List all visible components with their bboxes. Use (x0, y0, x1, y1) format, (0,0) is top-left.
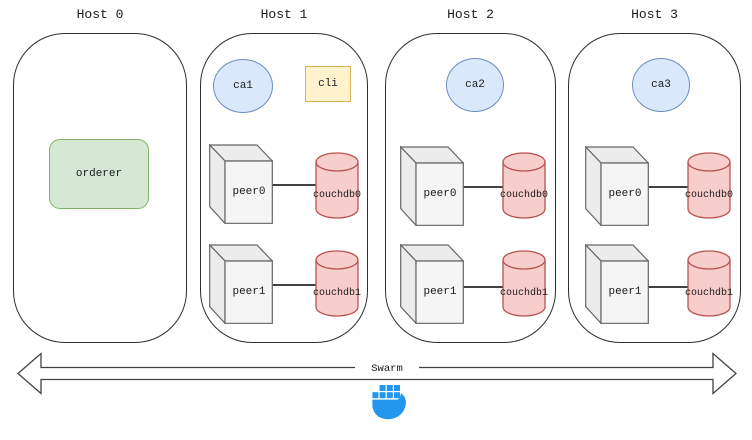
peer-label: peer1 (423, 286, 457, 298)
peer1-node: peer1 (209, 244, 273, 324)
cube-shape (209, 144, 273, 224)
cube-shape (585, 244, 649, 324)
peer0-couchdb0-link (271, 184, 317, 186)
peer1-node: peer1 (400, 244, 464, 324)
peer1-couchdb1-link (271, 284, 317, 286)
cylinder-shape (687, 250, 731, 317)
couchdb-label: couchdb1 (684, 288, 734, 299)
couchdb1-node: couchdb1 (312, 250, 362, 317)
host1-container: ca1 cli peer0 couchdb0 peer (200, 33, 368, 343)
peer1-node: peer1 (585, 244, 649, 324)
swarm-label: Swarm (355, 363, 419, 376)
docker-whale-icon (372, 385, 406, 420)
ca3-node: ca3 (632, 58, 690, 112)
cylinder-shape (687, 152, 731, 219)
couchdb0-node: couchdb0 (499, 152, 549, 219)
couchdb-label: couchdb1 (312, 288, 362, 299)
cube-shape (209, 244, 273, 324)
couchdb0-node: couchdb0 (312, 152, 362, 219)
couchdb-label: couchdb0 (499, 190, 549, 201)
cylinder-shape (502, 250, 546, 317)
peer0-node: peer0 (585, 146, 649, 226)
ca2-node: ca2 (446, 58, 504, 112)
ca1-node: ca1 (213, 59, 273, 113)
orderer-node: orderer (49, 139, 149, 209)
host0-container: orderer (13, 33, 187, 343)
cube-shape (400, 244, 464, 324)
couchdb-label: couchdb0 (684, 190, 734, 201)
peer0-couchdb0-link (462, 186, 504, 188)
peer-label: peer0 (423, 188, 457, 200)
host2-container: ca2 peer0 couchdb0 peer1 (385, 33, 556, 343)
peer0-couchdb0-link (647, 186, 689, 188)
cube-shape (400, 146, 464, 226)
peer1-couchdb1-link (647, 286, 689, 288)
cli-node: cli (305, 66, 351, 102)
peer-label: peer0 (232, 186, 266, 198)
cylinder-shape (502, 152, 546, 219)
peer-label: peer1 (608, 286, 642, 298)
peer1-couchdb1-link (462, 286, 504, 288)
couchdb0-node: couchdb0 (684, 152, 734, 219)
couchdb-label: couchdb1 (499, 288, 549, 299)
host2-label: Host 2 (447, 7, 494, 22)
couchdb1-node: couchdb1 (499, 250, 549, 317)
couchdb1-node: couchdb1 (684, 250, 734, 317)
host3-container: ca3 peer0 couchdb0 peer1 (568, 33, 741, 343)
cylinder-shape (315, 250, 359, 317)
peer-label: peer1 (232, 286, 266, 298)
peer0-node: peer0 (400, 146, 464, 226)
host1-label: Host 1 (260, 7, 308, 22)
cube-shape (585, 146, 649, 226)
host3-label: Host 3 (631, 7, 678, 22)
host0-label: Host 0 (76, 7, 124, 22)
cylinder-shape (315, 152, 359, 219)
couchdb-label: couchdb0 (312, 190, 362, 201)
peer0-node: peer0 (209, 144, 273, 224)
peer-label: peer0 (608, 188, 642, 200)
